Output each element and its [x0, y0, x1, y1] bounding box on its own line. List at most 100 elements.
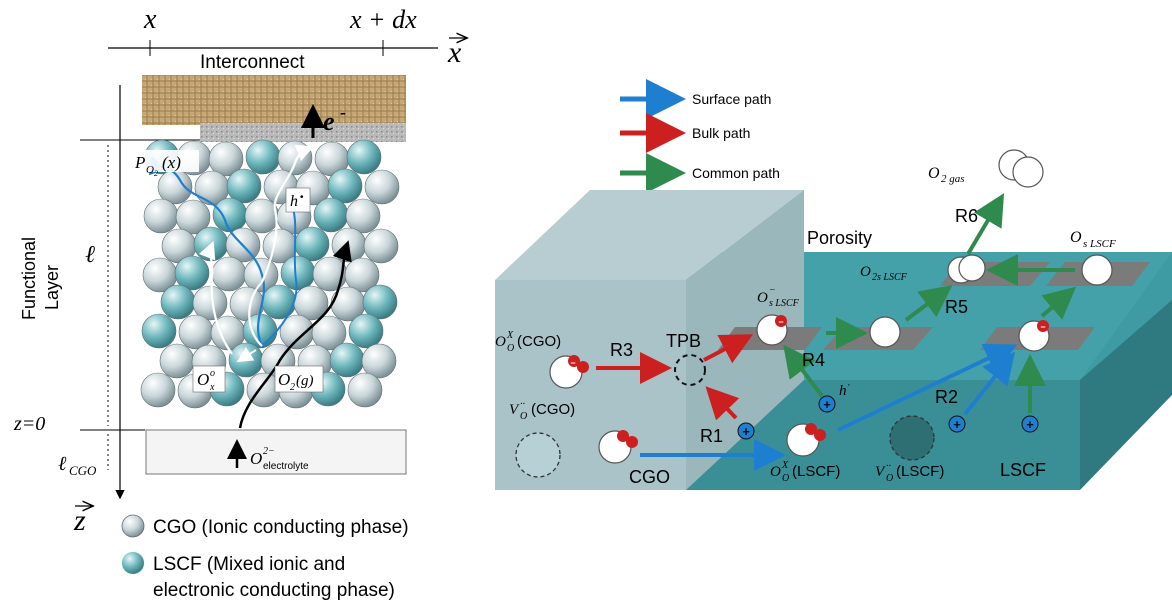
- vo-cgo-sub: O: [520, 411, 527, 422]
- particle: [347, 372, 383, 408]
- oox-cgo-label: O: [495, 334, 506, 350]
- oox-lscf-sup: X: [781, 460, 789, 471]
- oox-cgo-sub: O: [507, 343, 514, 354]
- particle: [174, 255, 210, 291]
- tpb-label: TPB: [666, 331, 701, 351]
- r1-label: R1: [700, 426, 723, 446]
- cgo-top-face: [495, 190, 804, 280]
- particle-packing: [140, 139, 400, 409]
- particle: [311, 315, 347, 351]
- ion-os-minus-tpb: [756, 314, 788, 346]
- os-lscf-label: O: [1070, 229, 1082, 246]
- o2-gas-sub: 2 gas: [941, 173, 965, 185]
- common-path-label: Common path: [692, 165, 780, 181]
- hole-plus-r1: +: [742, 424, 750, 439]
- white-electron-pathway: [248, 144, 315, 347]
- hole-r2: +: [948, 415, 966, 433]
- o2g-arg: (g): [296, 373, 314, 389]
- ell-cgo-label: ℓ: [58, 453, 67, 475]
- particle: [344, 257, 380, 293]
- vo-cgo-sup: ··: [520, 399, 525, 410]
- x-dx-label: x + dx: [349, 5, 417, 34]
- particle: [192, 285, 228, 321]
- r4-label: R4: [802, 350, 825, 370]
- o2s-lscf-label: O: [860, 264, 871, 280]
- ion-cgo-surface: [598, 430, 638, 464]
- hole-r4: +: [818, 395, 836, 413]
- particle: [313, 197, 349, 233]
- x-vector-label: x: [447, 36, 462, 69]
- r2-to-os-arrow: [1040, 286, 1077, 320]
- reaction-mechanism: Surface path Bulk path Common path: [495, 79, 1172, 490]
- porosity-label: Porosity: [807, 228, 872, 248]
- electrolyte-block: [145, 429, 407, 475]
- lscf-legend-swatch: [121, 551, 145, 575]
- electrolyte-sub: electrolyte: [263, 461, 309, 472]
- electrode-schematic: x x + dx x Interconnect e - ℓ z=0 ℓ CGO …: [13, 4, 466, 601]
- lscf-legend-label-1: LSCF (Mixed ionic and: [153, 554, 345, 575]
- particle: [211, 256, 247, 292]
- particle: [226, 168, 262, 204]
- r6-label: R6: [955, 206, 978, 226]
- blue-pathway-branch: [261, 199, 298, 347]
- hole-to-tpb-arrow: [705, 386, 740, 421]
- tpb-marker: [674, 354, 706, 386]
- particle: [362, 284, 398, 320]
- particle: [160, 284, 196, 320]
- minus-sign-r2: −: [1040, 322, 1045, 332]
- vo-lscf-sup: ··: [886, 461, 891, 472]
- z0-label: z=0: [13, 413, 45, 435]
- ion-o2s: [947, 254, 986, 284]
- r6-arrow: [966, 193, 1005, 256]
- particle: [261, 284, 297, 320]
- bulk-path-label: Bulk path: [692, 125, 750, 141]
- particle: [327, 168, 363, 204]
- particle: [159, 343, 195, 379]
- p-o2-arg: (x): [162, 153, 181, 172]
- electrolyte-sup: 2−: [263, 446, 275, 457]
- electron-sup: -: [340, 102, 346, 122]
- functional-layer-label-2: Layer: [42, 265, 62, 310]
- r4-to-r5-arrow: [904, 285, 953, 322]
- vo-lscf-label: V: [875, 464, 886, 480]
- white-short-arrow: [236, 346, 257, 363]
- electrolyte-o: O: [250, 449, 262, 468]
- lscf-block-label: LSCF: [1000, 460, 1046, 480]
- particle: [364, 169, 400, 205]
- ion-cgo-bulk: [549, 355, 589, 389]
- oox-lscf-arg: (LSCF): [792, 463, 840, 480]
- particle: [212, 197, 248, 233]
- electron-label: e: [323, 107, 335, 136]
- hole-r4-sup: ·: [847, 379, 851, 391]
- ion-lscf-bulk: [786, 423, 826, 457]
- o2g-sub: 2: [290, 382, 295, 393]
- particle: [140, 372, 176, 408]
- particle: [345, 198, 381, 234]
- ox-label-box: [192, 365, 226, 393]
- vo-lscf-vacancy: [889, 415, 935, 461]
- ox-label: O: [197, 370, 209, 389]
- minus-sign: −: [570, 358, 575, 368]
- os-minus-sub: s LSCF: [769, 298, 800, 309]
- lscf-legend-label-2: electronic conducting phase): [153, 580, 395, 601]
- oox-cgo-arg: (CGO): [517, 333, 561, 350]
- o2-gas-molecule: [998, 149, 1044, 188]
- o2-gas-label: O: [928, 165, 940, 182]
- particle: [228, 342, 264, 378]
- hole-sup: •: [300, 192, 304, 203]
- p-o2-sub: O: [146, 164, 154, 176]
- current-collector: [200, 123, 406, 142]
- hole-label: h: [290, 193, 298, 210]
- vo-cgo-label: V: [509, 402, 520, 418]
- ion-os-minus-r2: [1018, 320, 1050, 352]
- oox-lscf-sub: O: [782, 473, 789, 484]
- particle: [178, 314, 214, 350]
- minus-sign-tpb: −: [778, 317, 783, 327]
- vo-cgo-vacancy: [515, 432, 561, 478]
- ox-sub: x: [209, 382, 215, 393]
- hole-label-box: [285, 187, 311, 213]
- ell-cgo-sub: CGO: [69, 463, 97, 478]
- cgo-legend-swatch: [121, 514, 145, 538]
- o2g-label-box: [274, 365, 324, 393]
- os-minus-label: O: [757, 290, 768, 306]
